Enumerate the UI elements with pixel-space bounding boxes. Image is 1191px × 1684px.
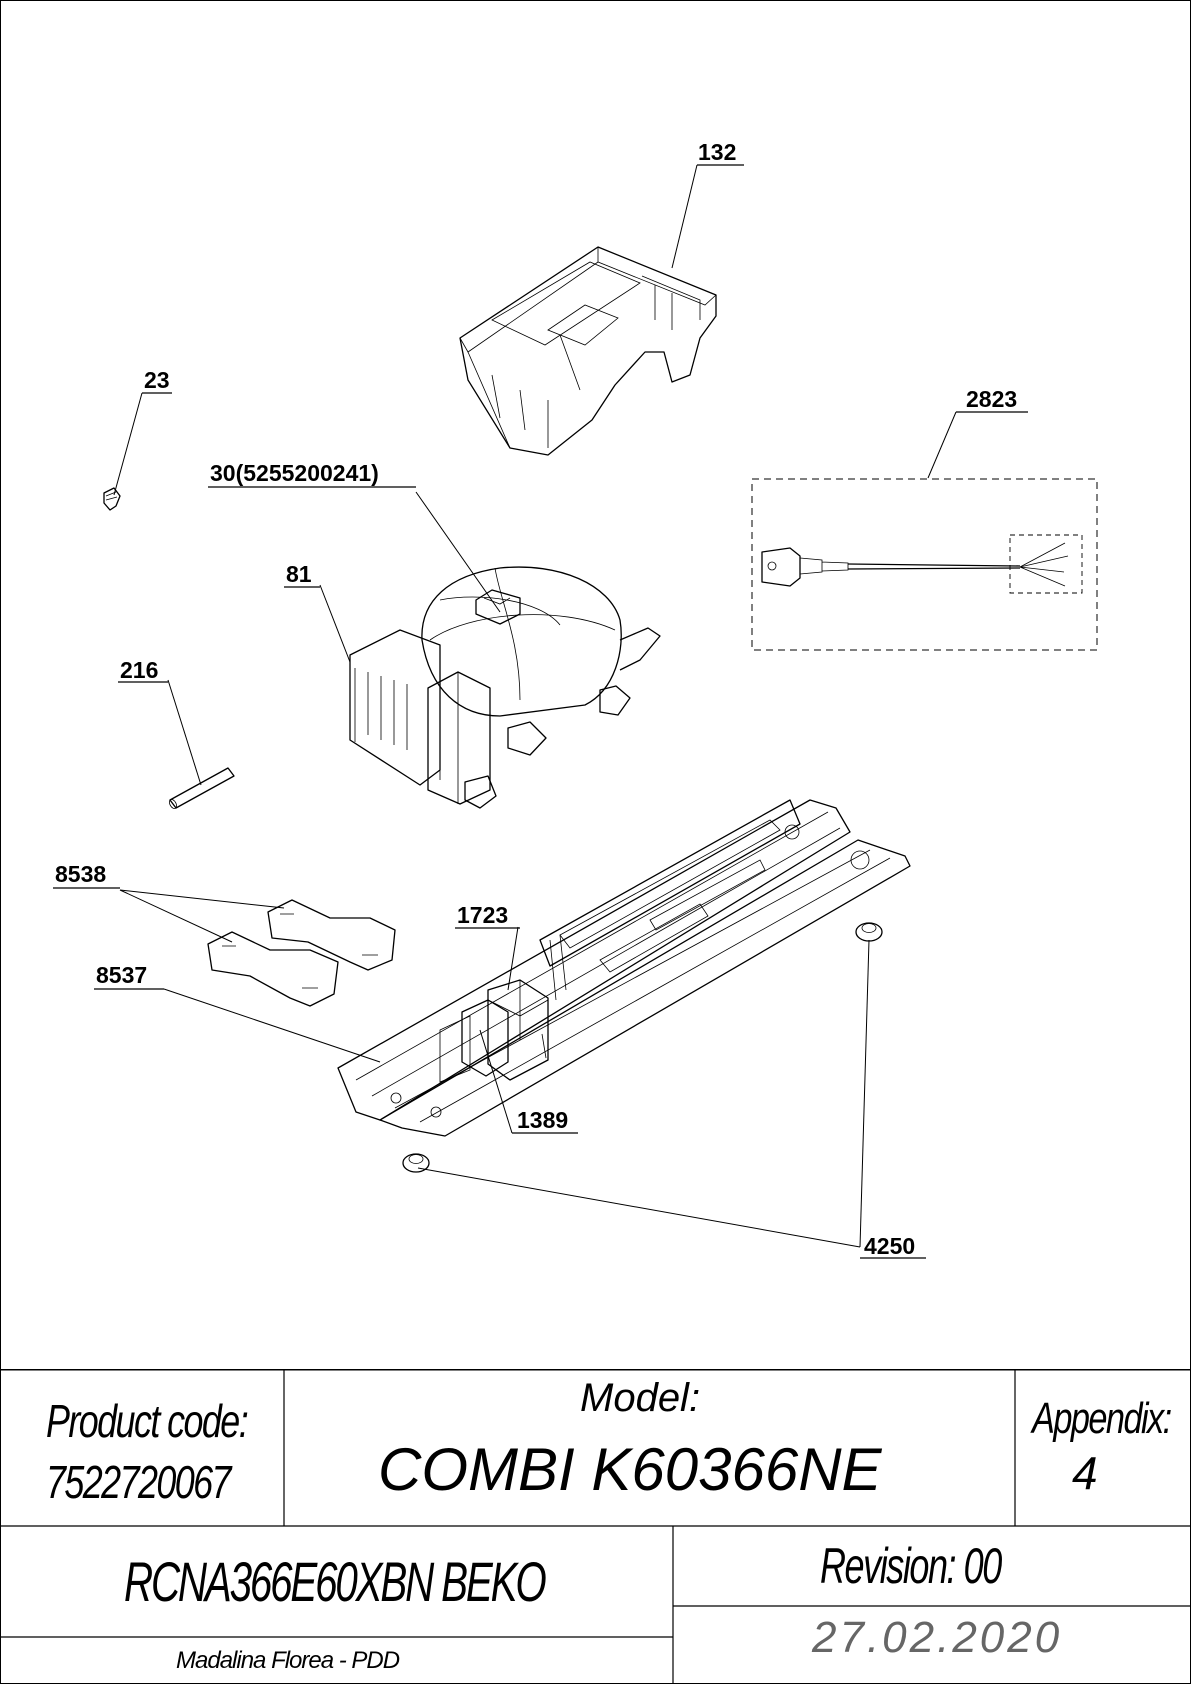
model-value: COMBI K60366NE	[378, 1436, 882, 1503]
revision: Revision: 00	[820, 1538, 1002, 1594]
svg-text:81: 81	[286, 561, 312, 587]
title-block-grid	[0, 1369, 1191, 1684]
date: 27.02.2020	[812, 1613, 1063, 1662]
callout-30: 30(5255200241)	[208, 460, 416, 488]
product-name: RCNA366E60XBN BEKO	[124, 1550, 547, 1613]
title-block: Product code: 7522720067 Model: COMBI K6…	[0, 1369, 1191, 1684]
part-4250-grommet-left	[402, 1153, 430, 1173]
callout-1723: 1723	[455, 902, 520, 929]
callout-8537: 8537	[94, 962, 164, 990]
product-code-value: 7522720067	[46, 1456, 232, 1508]
appendix-value: 4	[1072, 1447, 1098, 1499]
exploded-parts-diagram: 132 23 2823 30(5255200241) 81 216 8538	[53, 139, 1098, 1259]
callout-8538: 8538	[53, 861, 120, 889]
part-2823-power-cable	[751, 478, 1098, 651]
callout-216: 216	[118, 657, 168, 683]
part-23-clip	[103, 487, 121, 511]
callout-132: 132	[697, 139, 744, 166]
appendix-label: Appendix:	[1032, 1394, 1172, 1443]
svg-text:1389: 1389	[517, 1107, 568, 1133]
model-label: Model:	[580, 1376, 701, 1420]
svg-text:4250: 4250	[864, 1233, 915, 1259]
part-132-drip-tray	[459, 246, 717, 456]
svg-text:8538: 8538	[55, 861, 106, 887]
part-81-compressor	[349, 566, 661, 809]
svg-text:30(5255200241): 30(5255200241)	[210, 460, 379, 486]
svg-text:216: 216	[120, 657, 158, 683]
svg-text:23: 23	[144, 367, 170, 393]
callout-23: 23	[142, 367, 172, 394]
author: Madalina Florea - PDD	[176, 1647, 400, 1674]
svg-text:1723: 1723	[457, 902, 508, 928]
callout-2823: 2823	[956, 386, 1028, 413]
callout-1389: 1389	[512, 1107, 578, 1134]
svg-text:8537: 8537	[96, 962, 147, 988]
part-8538-pad	[267, 899, 396, 971]
leader-lines	[113, 164, 957, 1248]
callout-4250: 4250	[860, 1233, 926, 1259]
product-code-label: Product code:	[46, 1395, 249, 1447]
svg-text:132: 132	[698, 139, 736, 165]
part-216-tube	[168, 767, 235, 809]
callout-81: 81	[284, 561, 320, 588]
svg-text:2823: 2823	[966, 386, 1017, 412]
part-4250-grommet-right	[855, 922, 883, 942]
part-8537-pad	[207, 931, 339, 1007]
base-frame	[337, 799, 911, 1137]
